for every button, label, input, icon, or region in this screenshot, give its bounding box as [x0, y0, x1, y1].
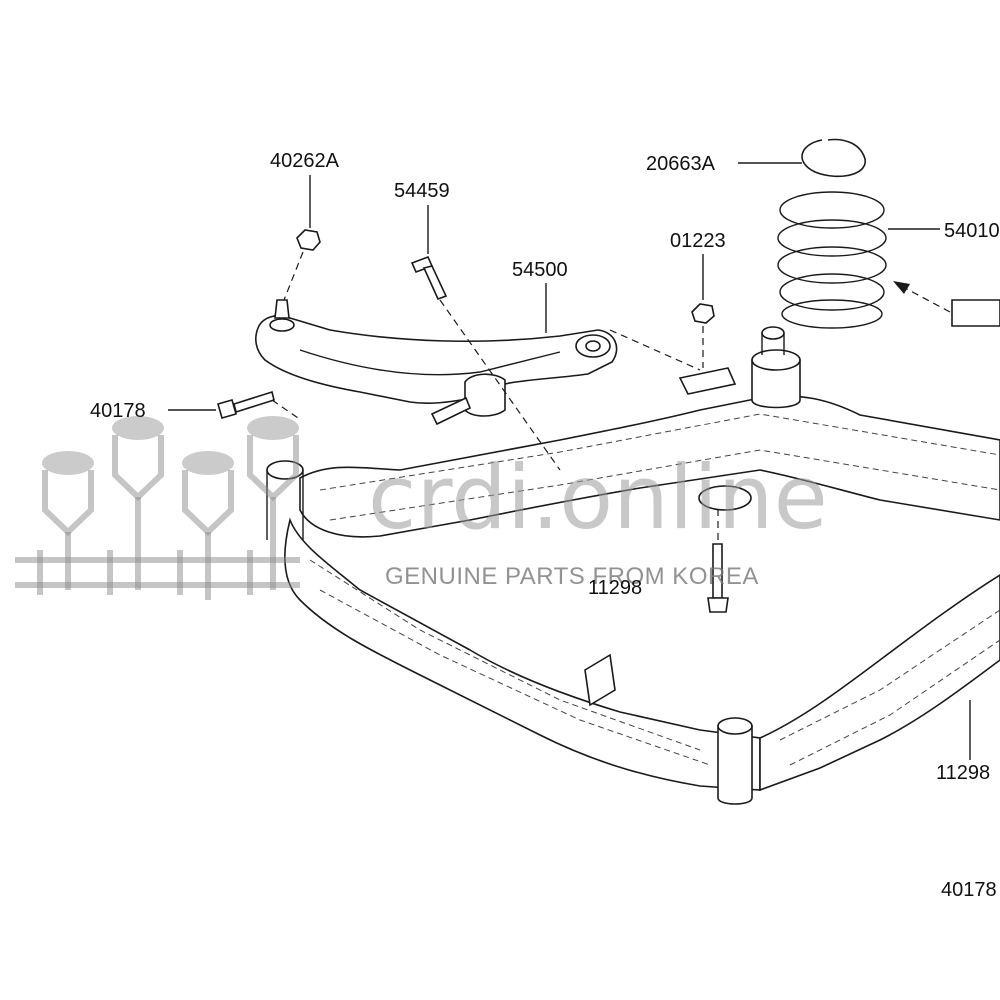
- watermark-logo: [15, 416, 300, 600]
- label-40178-left[interactable]: 40178: [90, 400, 146, 422]
- bolt-40178: [217, 399, 237, 419]
- label-54500[interactable]: 54500: [512, 259, 568, 281]
- label-54010[interactable]: 54010: [944, 220, 1000, 242]
- coil-spring: [777, 191, 887, 329]
- hardware-parts: [217, 229, 729, 613]
- label-11298-center[interactable]: 11298: [588, 577, 642, 599]
- watermark-brand: crdi.online: [368, 446, 828, 549]
- label-40178-right[interactable]: 40178: [941, 879, 997, 901]
- lower-control-arm: [255, 299, 618, 426]
- label-20663A[interactable]: 20663A: [646, 153, 716, 175]
- leader-lines: [168, 162, 971, 760]
- spring-insulator: [801, 138, 867, 178]
- nut-40262A: [296, 229, 321, 251]
- label-11298-right[interactable]: 11298: [936, 762, 990, 784]
- nut-01223: [691, 303, 715, 324]
- subframe-crossmember: [266, 326, 1000, 805]
- label-40262A[interactable]: 40262A: [270, 150, 340, 172]
- label-54459[interactable]: 54459: [394, 180, 450, 202]
- watermark-tagline: GENUINE PARTS FROM KOREA: [385, 563, 759, 590]
- label-01223[interactable]: 01223: [670, 230, 726, 252]
- reference-arrow: [893, 281, 1000, 327]
